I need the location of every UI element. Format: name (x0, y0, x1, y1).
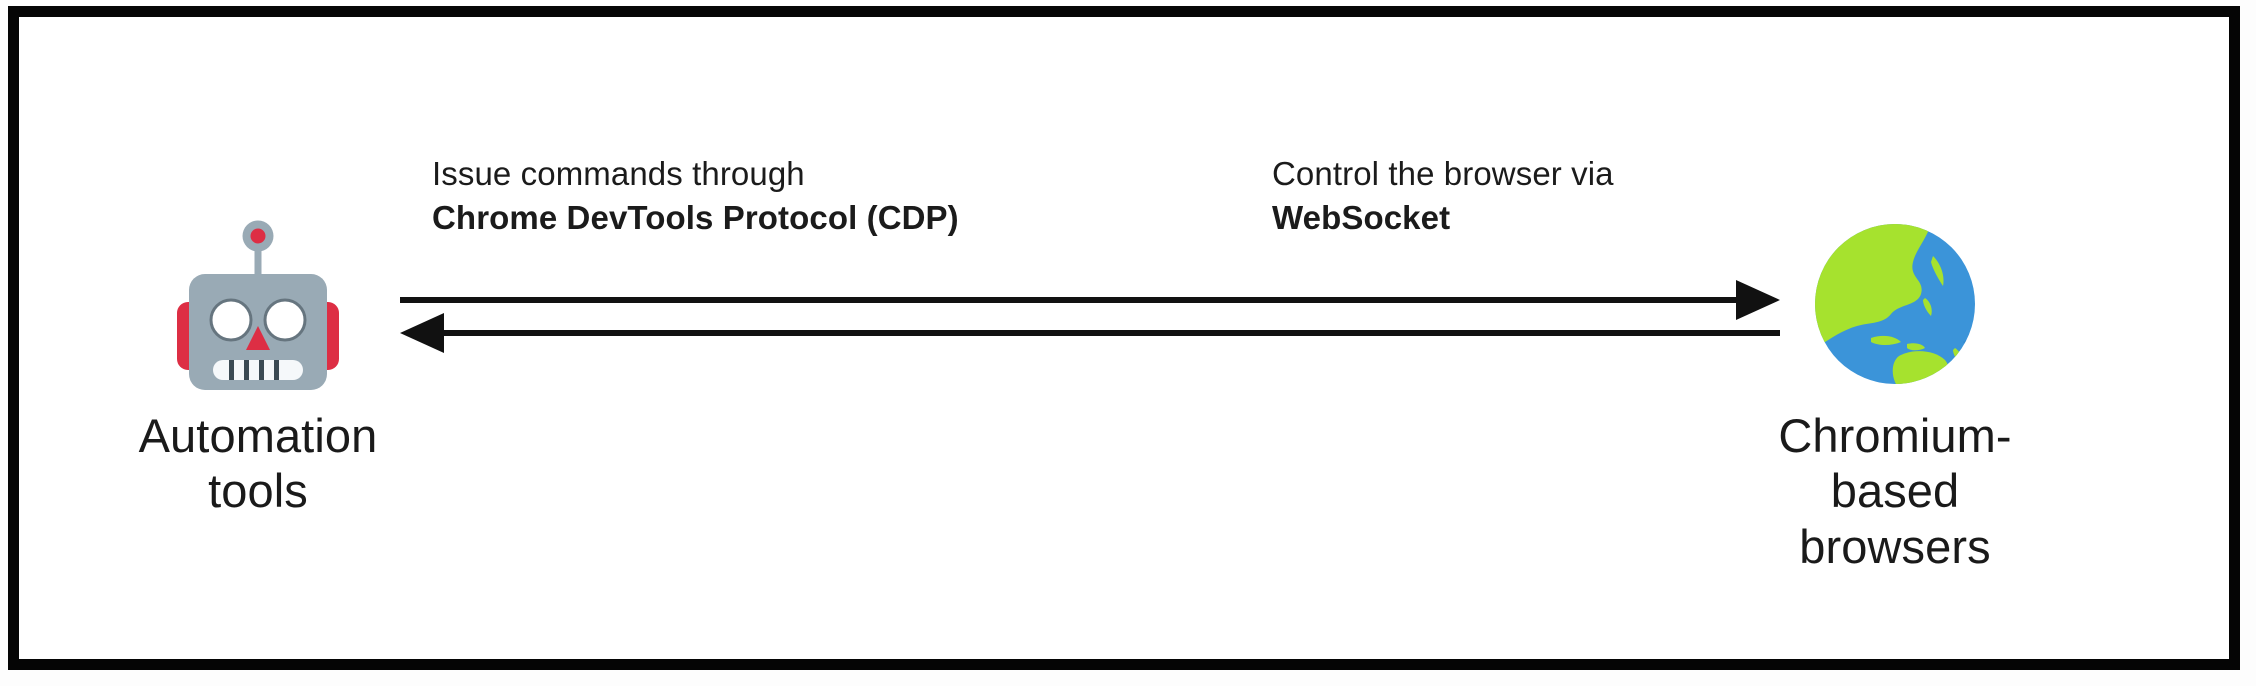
edge-label-cdp: Issue commands through Chrome DevTools P… (432, 152, 959, 240)
node-chromium-browsers: Chromium-based browsers (1745, 210, 2045, 573)
arrow-left-websocket (400, 313, 1780, 353)
edge-label-cdp-line2: Chrome DevTools Protocol (CDP) (432, 198, 959, 236)
node-label-chromium-browsers: Chromium-based browsers (1778, 409, 2012, 573)
edge-label-websocket: Control the browser via WebSocket (1272, 152, 1614, 240)
edge-label-websocket-line2: WebSocket (1272, 198, 1451, 236)
globe-icon (1813, 222, 1977, 386)
connector-arrows (400, 270, 1780, 370)
edge-label-cdp-line1: Issue commands through (432, 155, 805, 192)
edge-label-websocket-line1: Control the browser via (1272, 155, 1614, 192)
node-label-automation-tools: Automation tools (138, 409, 378, 518)
robot-icon (163, 210, 353, 400)
node-automation-tools: Automation tools (108, 210, 408, 540)
arrow-right-cdp (400, 280, 1780, 320)
